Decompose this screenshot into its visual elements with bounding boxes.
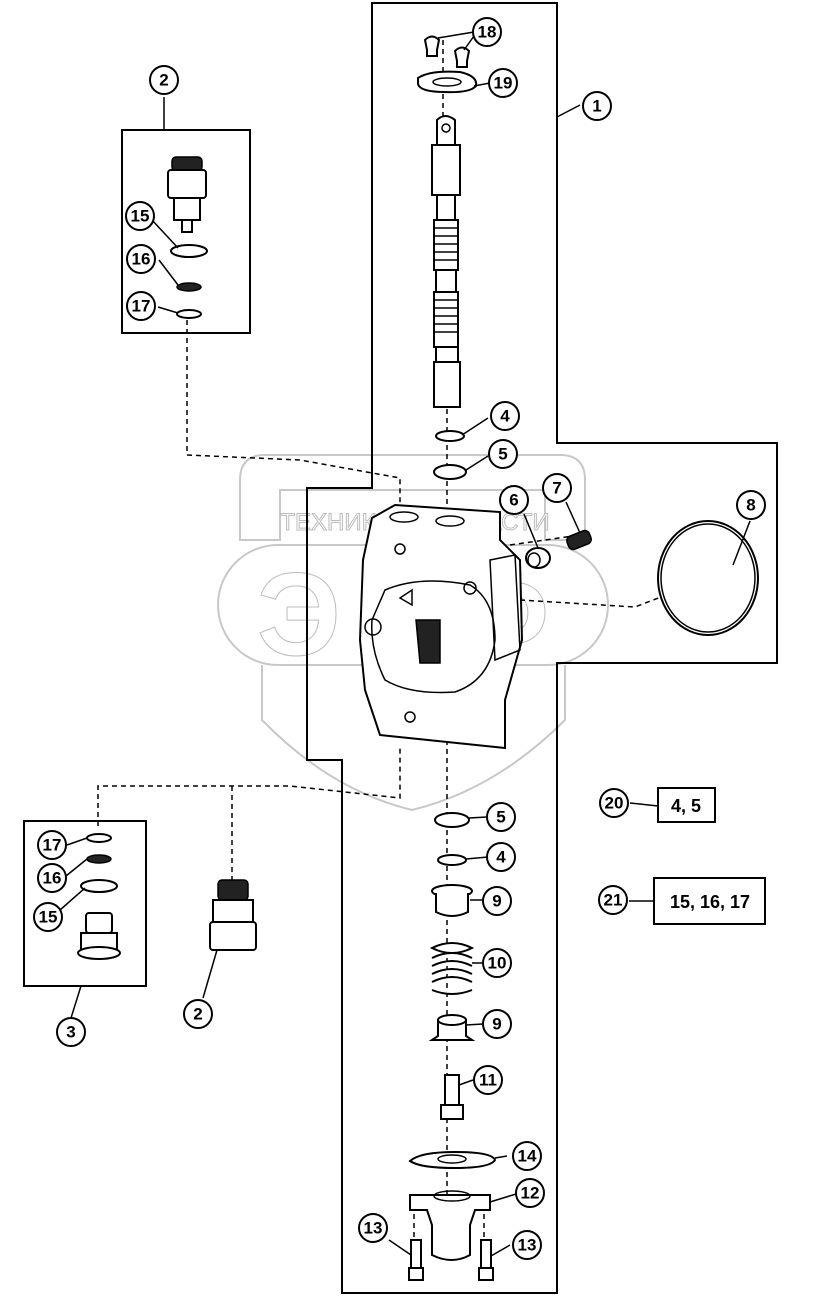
svg-text:13: 13 — [364, 1219, 383, 1238]
svg-text:21: 21 — [604, 891, 623, 910]
seal-4-bottom — [437, 854, 467, 866]
spring-seat-9-top — [431, 884, 473, 917]
callout-12: 12 — [515, 1178, 545, 1208]
svg-text:19: 19 — [494, 74, 513, 93]
svg-text:9: 9 — [492, 1015, 501, 1034]
callout-15-bottom: 15 — [33, 902, 63, 932]
svg-text:2: 2 — [159, 71, 168, 90]
callout-13-right: 13 — [512, 1230, 542, 1260]
svg-text:15: 15 — [39, 908, 58, 927]
svg-text:17: 17 — [43, 836, 62, 855]
callout-11: 11 — [473, 1065, 503, 1095]
leader-lines — [59, 31, 751, 1257]
callout-17-top: 17 — [126, 291, 156, 321]
item-3-kit-box — [23, 820, 147, 987]
svg-text:10: 10 — [488, 954, 507, 973]
callout-2-top: 2 — [149, 65, 179, 95]
svg-text:1: 1 — [592, 97, 601, 116]
svg-text:15: 15 — [131, 207, 150, 226]
svg-text:12: 12 — [521, 1184, 540, 1203]
cover-12 — [409, 1190, 491, 1261]
spring-seat-9-bottom — [428, 1014, 476, 1041]
seal-5-bottom — [434, 812, 470, 828]
svg-text:16: 16 — [43, 869, 62, 888]
svg-text:18: 18 — [478, 23, 497, 42]
callout-10: 10 — [482, 948, 512, 978]
svg-text:3: 3 — [66, 1023, 75, 1042]
callout-20: 20 — [599, 788, 629, 818]
callout-6: 6 — [499, 485, 529, 515]
svg-text:8: 8 — [746, 496, 755, 515]
svg-text:9: 9 — [492, 892, 501, 911]
svg-text:17: 17 — [132, 297, 151, 316]
seal-15-top — [170, 244, 208, 258]
screw-18 — [423, 35, 471, 68]
svg-text:16: 16 — [132, 250, 151, 269]
plate-19 — [417, 70, 478, 94]
callout-15-top: 15 — [125, 201, 155, 231]
setscrew-7 — [566, 529, 592, 551]
plug-6 — [525, 547, 551, 569]
callout-4-top: 4 — [490, 401, 520, 431]
callout-8: 8 — [736, 490, 766, 520]
seal-5-top — [433, 464, 467, 480]
callout-9-top: 9 — [482, 886, 512, 916]
o-ring-8 — [657, 520, 759, 636]
item-2-kit-box — [121, 129, 251, 334]
svg-text:4: 4 — [496, 848, 506, 867]
svg-text:15, 16, 17: 15, 16, 17 — [670, 892, 750, 912]
valve-body — [358, 503, 524, 750]
pin-11 — [440, 1074, 464, 1120]
svg-text:11: 11 — [479, 1071, 497, 1090]
callout-7: 7 — [542, 473, 572, 503]
callout-2-bottom: 2 — [183, 999, 213, 1029]
seal-16-bottom — [86, 854, 112, 864]
callout-5-bottom: 5 — [486, 802, 516, 832]
spool-assembly — [431, 115, 461, 408]
svg-text:6: 6 — [509, 491, 518, 510]
svg-text:14: 14 — [518, 1147, 537, 1166]
callout-9-bottom: 9 — [482, 1009, 512, 1039]
svg-text:4, 5: 4, 5 — [671, 796, 701, 816]
cartridge-2-top — [167, 156, 207, 233]
callout-17-bottom: 17 — [37, 830, 67, 860]
callout-14: 14 — [512, 1141, 542, 1171]
callout-3: 3 — [56, 1017, 86, 1047]
callout-19: 19 — [488, 68, 518, 98]
kit-20-contents-box: 4, 5 — [657, 787, 716, 823]
svg-text:4: 4 — [500, 407, 510, 426]
gasket-14 — [408, 1150, 497, 1170]
cartridge-2-bottom — [209, 879, 257, 951]
callout-5-top: 5 — [488, 439, 518, 469]
seal-4-top — [435, 430, 465, 442]
callout-1: 1 — [582, 91, 612, 121]
callout-16-top: 16 — [126, 244, 156, 274]
seal-17-bottom — [86, 833, 112, 843]
seal-17-top — [176, 309, 202, 319]
svg-text:7: 7 — [552, 479, 561, 498]
seal-15-bottom — [80, 879, 118, 893]
svg-text:20: 20 — [605, 794, 624, 813]
plug-3 — [77, 912, 121, 960]
callout-16-bottom: 16 — [37, 863, 67, 893]
callout-18: 18 — [472, 17, 502, 47]
svg-text:2: 2 — [193, 1005, 202, 1024]
svg-text:13: 13 — [518, 1236, 537, 1255]
callout-21: 21 — [598, 885, 628, 915]
svg-text:5: 5 — [498, 445, 507, 464]
callout-4-bottom: 4 — [486, 842, 516, 872]
seal-16-top — [176, 282, 202, 292]
assembly-1-boundary — [306, 2, 778, 1294]
bolt-13 — [408, 1239, 494, 1281]
spring-10 — [429, 942, 475, 995]
callout-13-left: 13 — [358, 1213, 388, 1243]
kit-21-contents-box: 15, 16, 17 — [653, 877, 766, 925]
svg-text:5: 5 — [496, 808, 505, 827]
